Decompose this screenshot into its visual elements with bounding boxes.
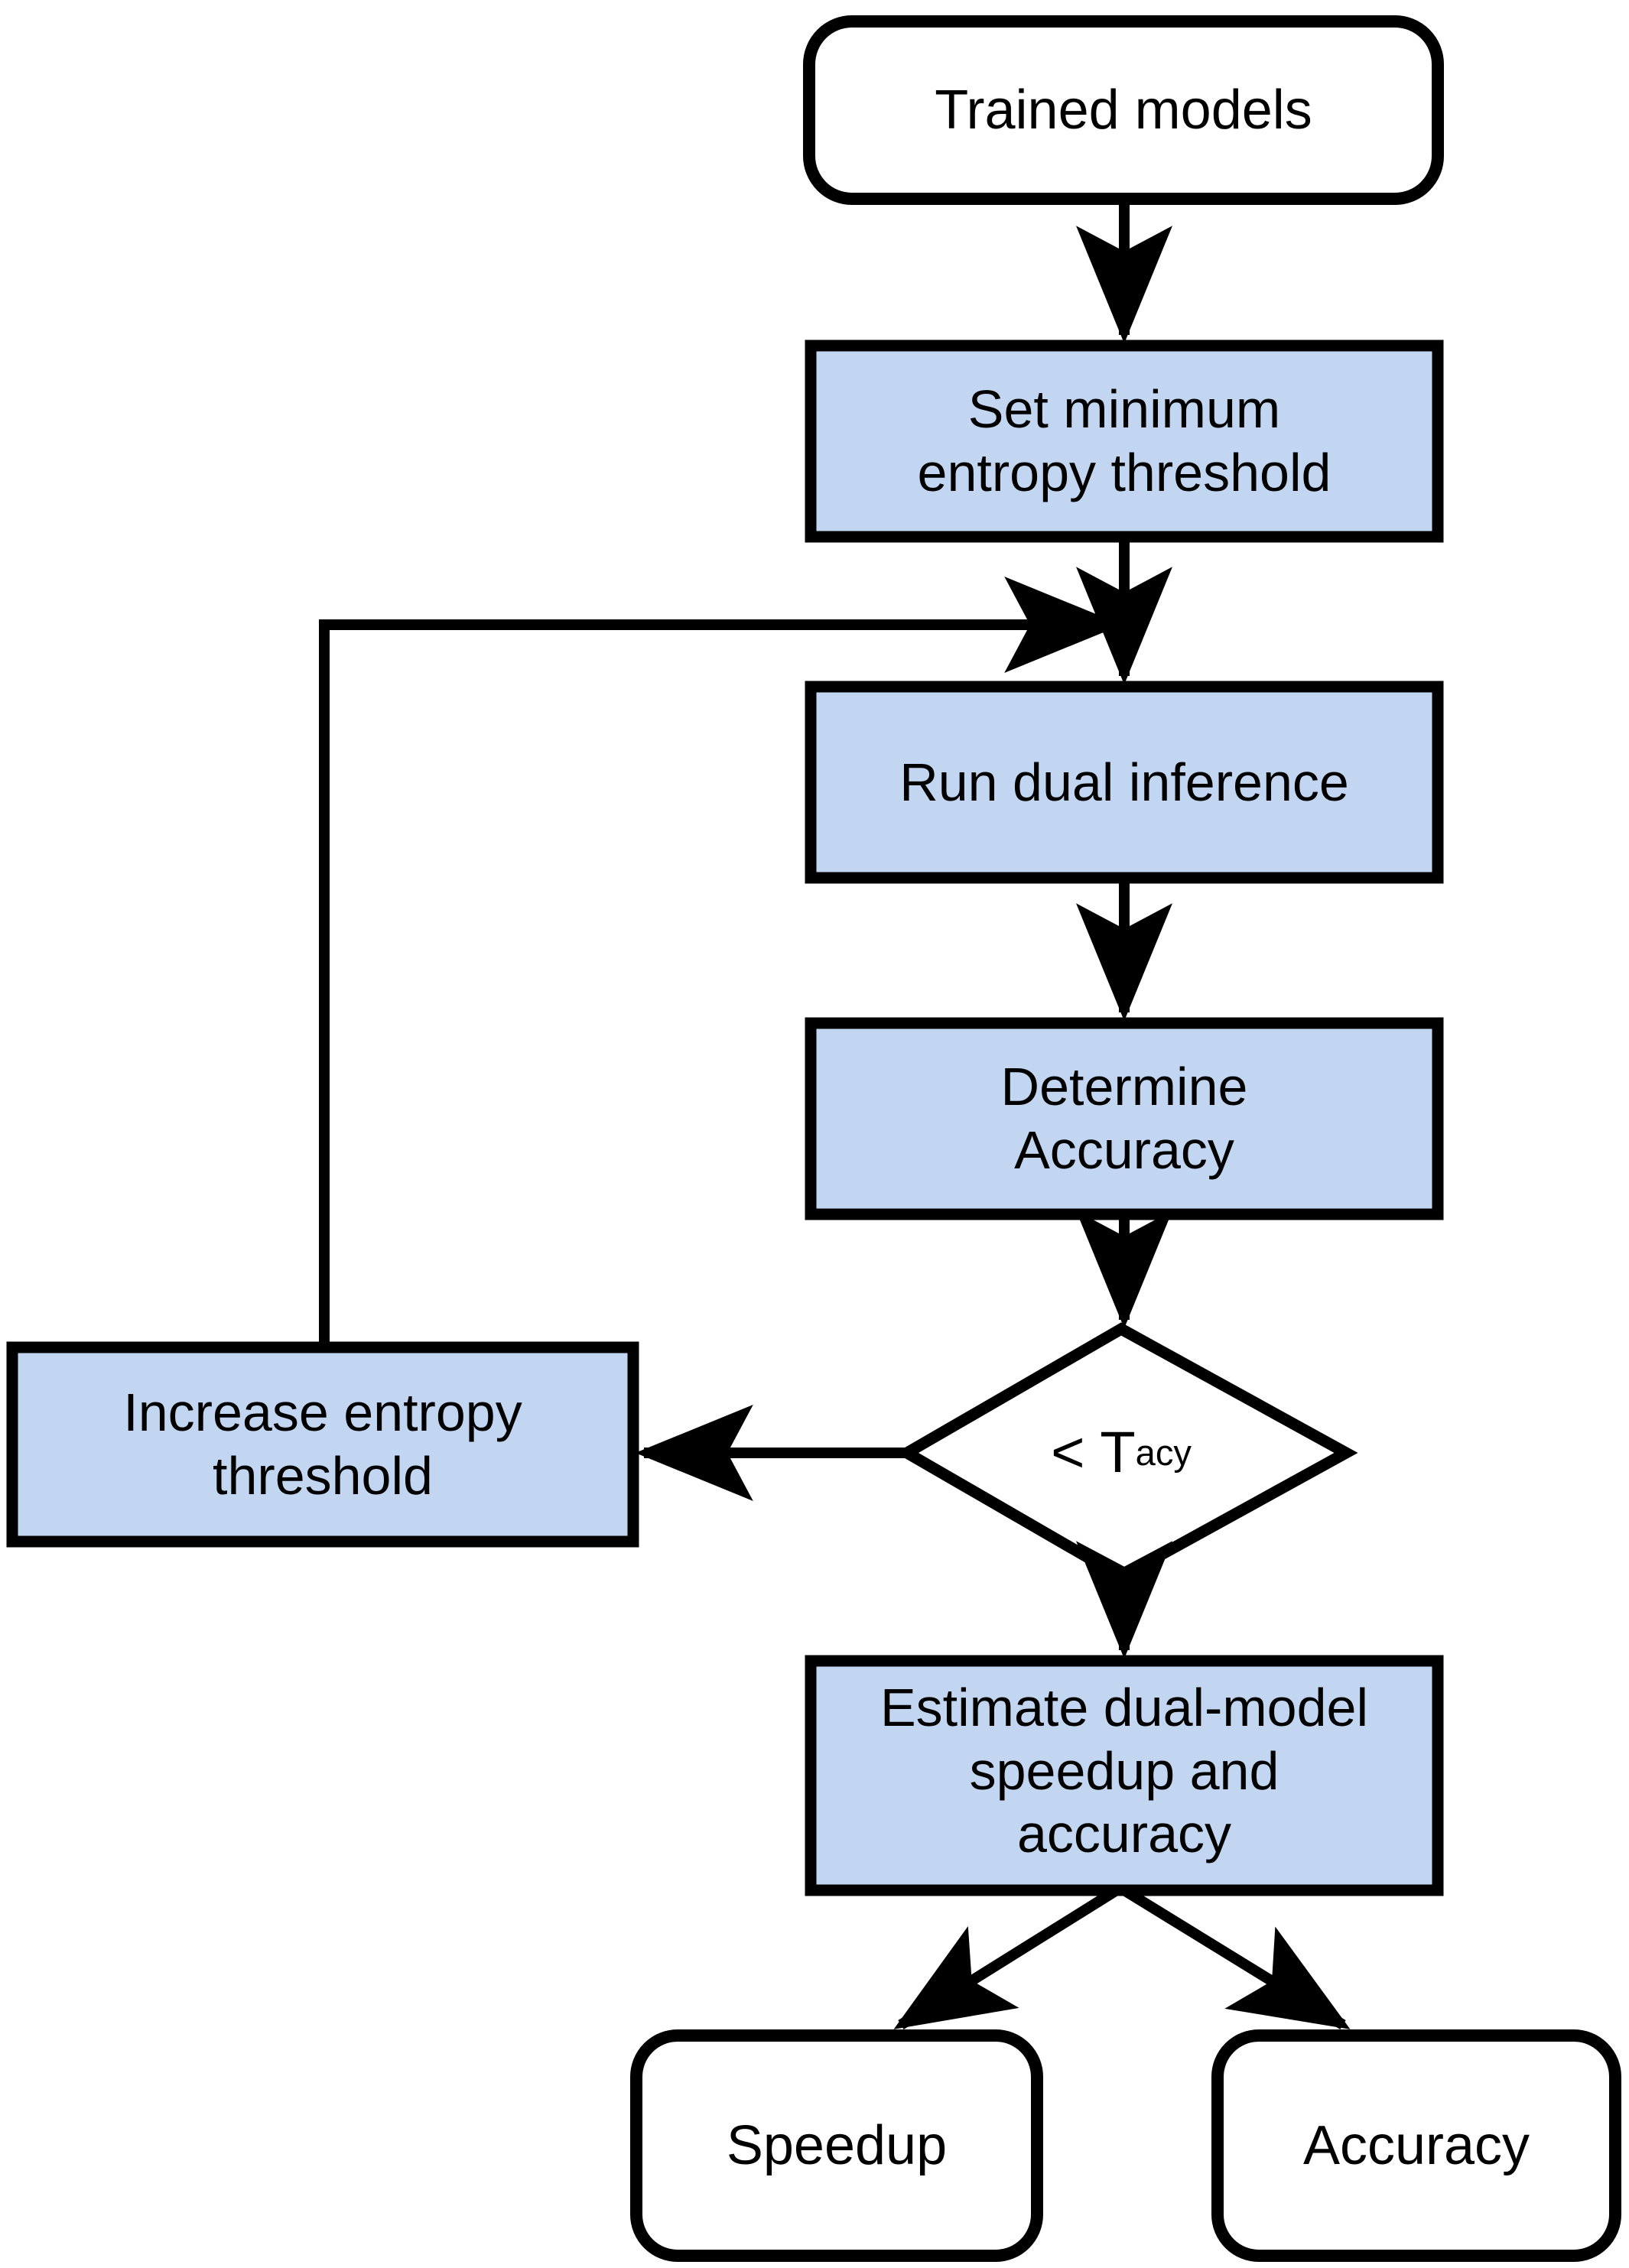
- node-run-dual-inference: [805, 681, 1444, 884]
- node-accuracy-decision: [896, 1322, 1358, 1584]
- node-set-min-entropy-threshold: [805, 340, 1444, 543]
- edge-increase-threshold-feedback-loop: [319, 577, 1123, 1347]
- node-accuracy-output: [1211, 2029, 1621, 2262]
- edge-estimate-to-speedup: [893, 1886, 1120, 2029]
- node-speedup-output: [630, 2029, 1043, 2262]
- node-increase-entropy-threshold: [6, 1341, 639, 1548]
- edge-estimate-to-accuracy: [1121, 1886, 1351, 2029]
- node-estimate-speedup-accuracy: [805, 1655, 1444, 1896]
- node-trained-models: [803, 15, 1444, 205]
- node-determine-accuracy: [805, 1017, 1444, 1220]
